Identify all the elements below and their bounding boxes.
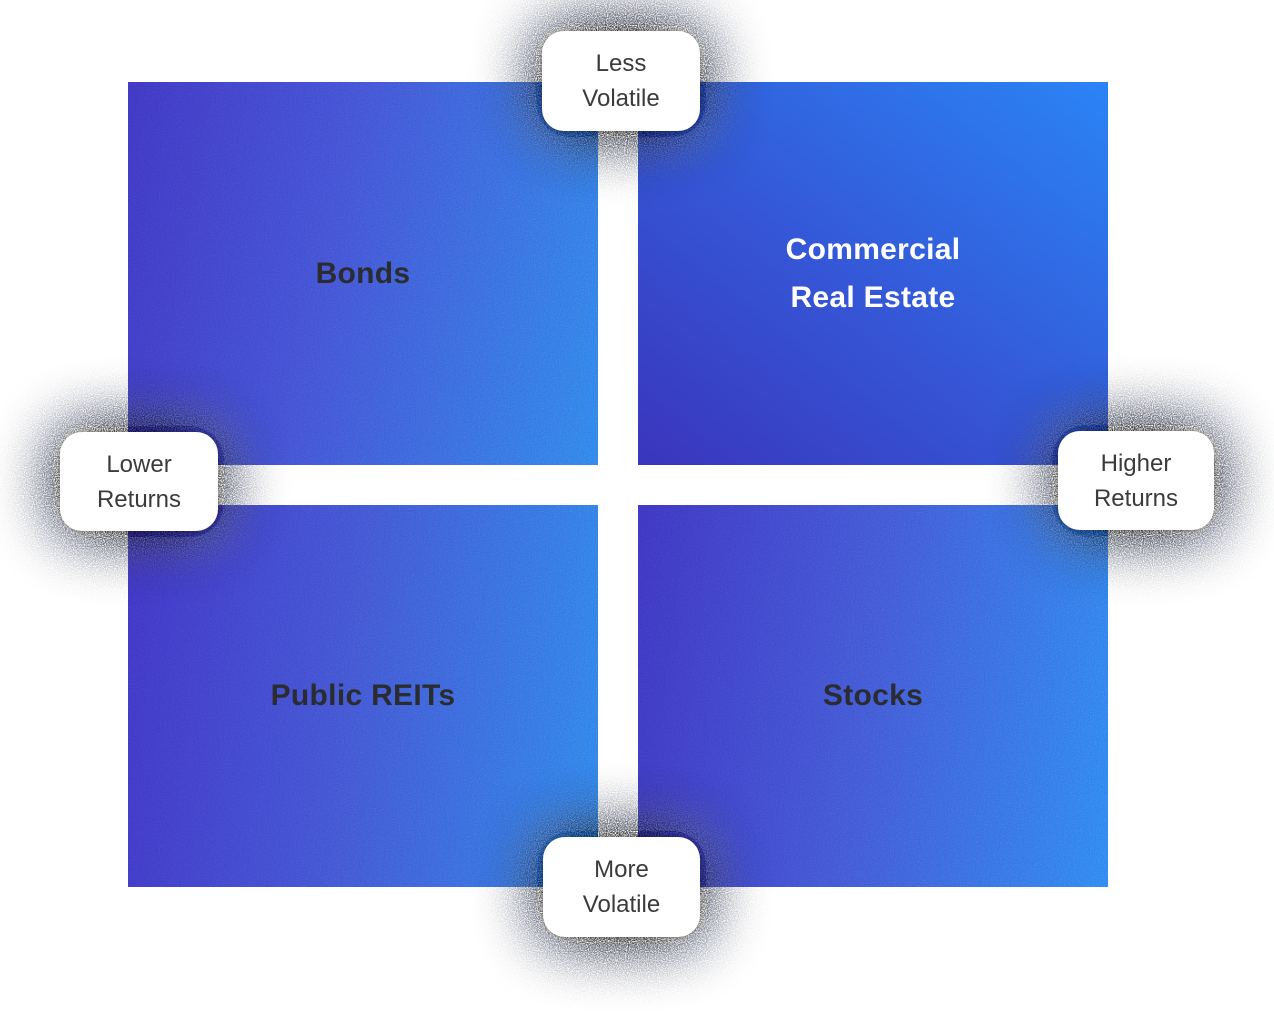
quadrant-commercial-real-estate: Commercial Real Estate [638, 82, 1108, 465]
quadrant-label-commercial-real-estate: Commercial Real Estate [786, 226, 961, 322]
quadrant-label-line2: Real Estate [790, 280, 956, 314]
axis-card-line2: Volatile [582, 891, 661, 918]
axis-card-higher-returns: Higher Returns [1058, 431, 1214, 530]
axis-card-line1: Less [595, 50, 647, 77]
axis-card-line1: More [594, 856, 649, 883]
quadrant-label-line1: Commercial [785, 232, 961, 266]
axis-card-lower-returns: Lower Returns [60, 432, 218, 531]
axis-card-line2: Returns [96, 485, 182, 513]
axis-card-more-volatile: More Volatile [543, 837, 700, 937]
quadrant-stocks: Stocks [638, 505, 1108, 887]
quadrant-bonds: Bonds [128, 82, 598, 465]
axis-card-less-volatile: Less Volatile [542, 31, 700, 131]
quadrant-label-bonds: Bonds [315, 256, 411, 290]
axis-card-line1: Higher [1100, 449, 1172, 477]
axis-card-line2: Returns [1093, 484, 1179, 512]
axis-card-line1: Lower [106, 450, 172, 478]
axis-card-line2: Volatile [582, 85, 660, 112]
quadrant-label-stocks: Stocks [822, 679, 924, 712]
quadrant-public-reits: Public REITs [128, 505, 598, 887]
quadrant-label-public-reits: Public REITs [270, 679, 456, 712]
